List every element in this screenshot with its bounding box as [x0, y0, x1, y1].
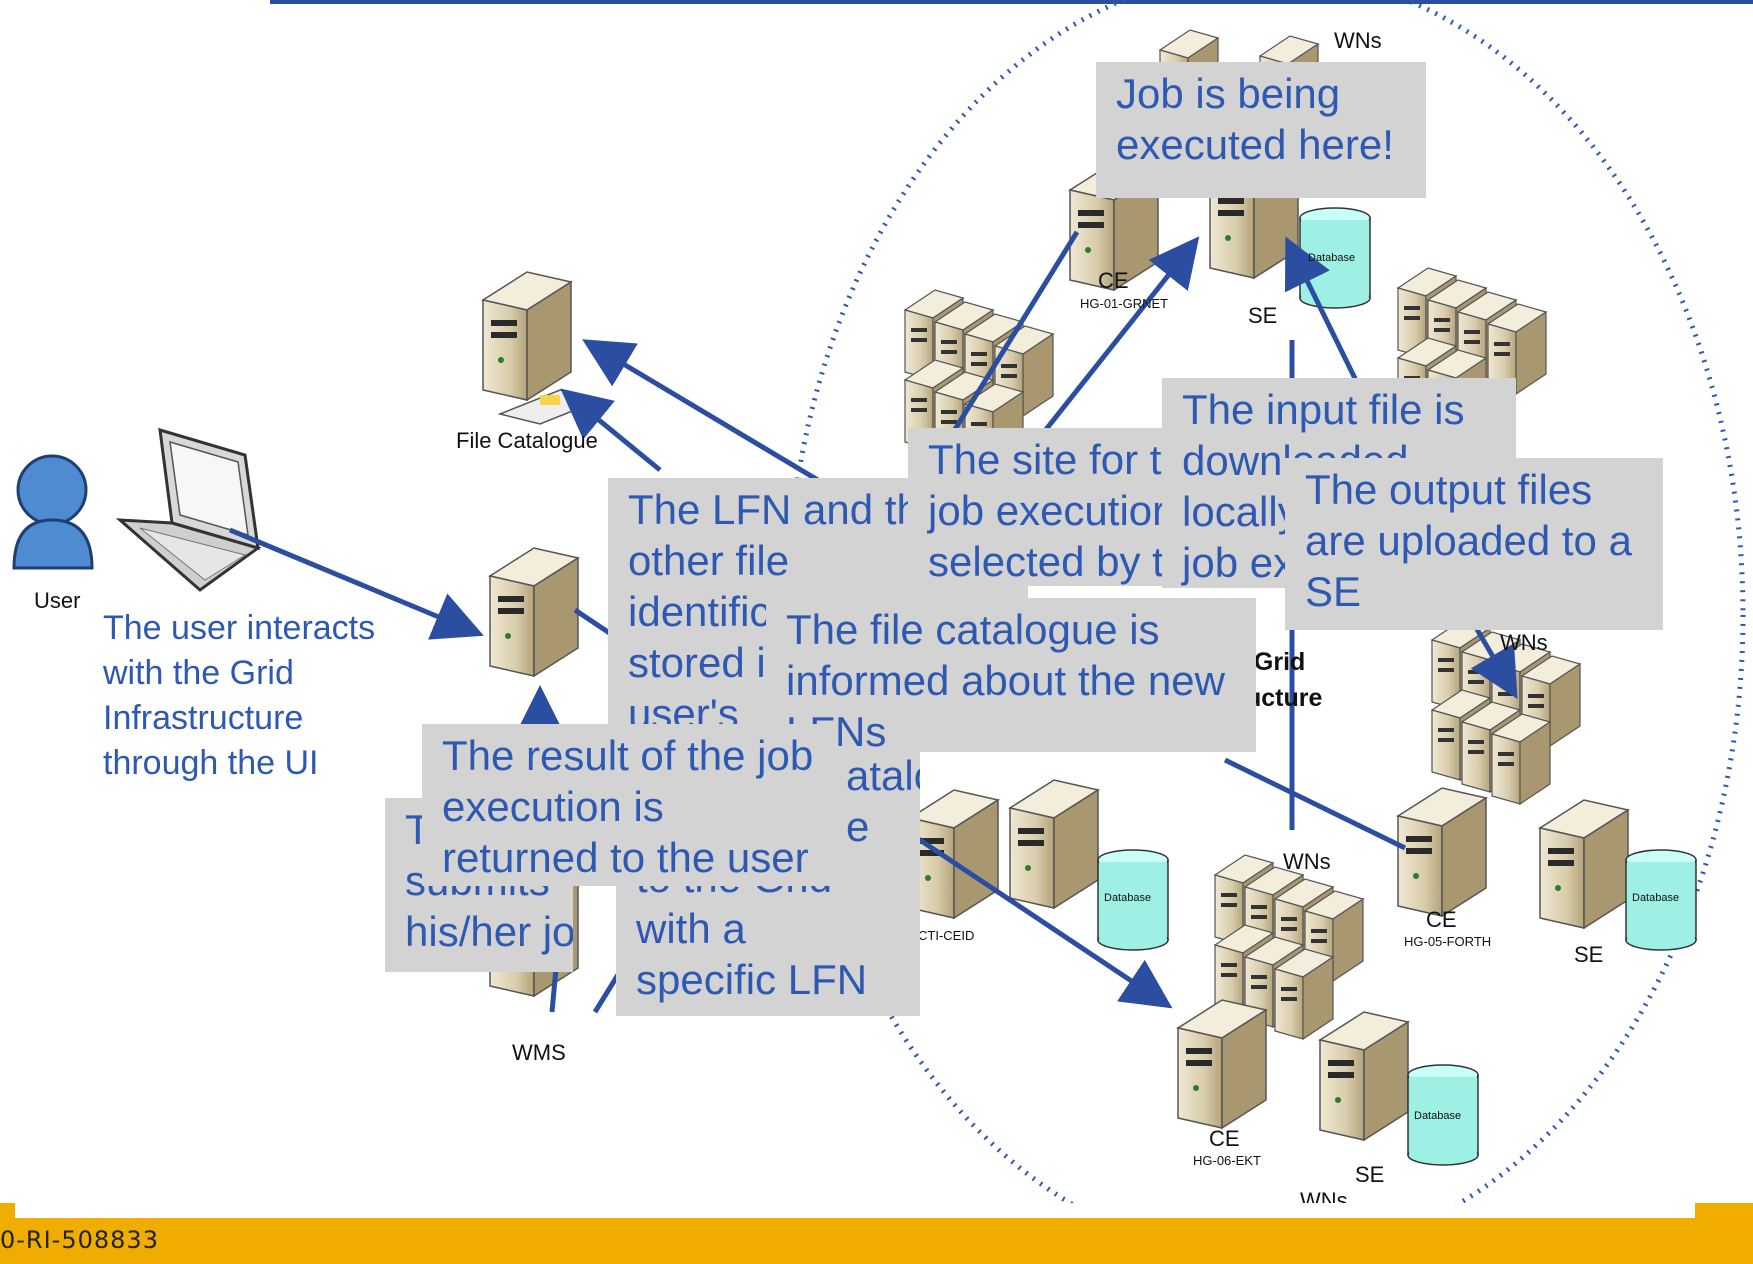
- wns-3-label: WNs: [1283, 849, 1331, 874]
- wms-label: WMS: [512, 1040, 566, 1065]
- ce-1-label: CE: [1098, 268, 1129, 293]
- grid-boundary: [784, 0, 1746, 1262]
- user-icon: [12, 454, 94, 570]
- ce-6-label: CE: [1209, 1126, 1240, 1151]
- ce-1-site-label: HG-01-GRNET: [1080, 296, 1169, 311]
- infra-label-2: ucture: [1246, 684, 1323, 712]
- db-label-3: Database: [1414, 1110, 1462, 1122]
- footer-white-strip: [15, 1203, 1695, 1218]
- se-1-label: SE: [1248, 303, 1278, 328]
- se-hg06-server-icon: [1319, 1011, 1409, 1141]
- catalogue-informed-callout: The file catalogue is informed about the…: [766, 598, 1256, 752]
- db-label-2: Database: [1632, 892, 1680, 904]
- ce-cti-server-icon: [909, 789, 999, 919]
- file-catalogue-server-icon: [482, 271, 572, 401]
- se-6-label: SE: [1355, 1162, 1385, 1187]
- wns-2-label: WNs: [1500, 630, 1548, 655]
- ui-server-icon: [489, 547, 579, 677]
- footer-text: 0-RI-508833: [0, 1226, 159, 1254]
- se-hg05-server-icon: [1539, 799, 1629, 929]
- user-interacts-text: The user interacts with the Grid Infrast…: [103, 609, 376, 782]
- file-catalogue-label: File Catalogue: [456, 428, 598, 453]
- db-label-4: Database: [1104, 892, 1152, 904]
- ce-6-site-label: HG-06-EKT: [1193, 1153, 1261, 1168]
- header-bar: [270, 0, 1753, 4]
- ce-hg05-server-icon: [1397, 787, 1487, 917]
- ce-5-site-label: HG-05-FORTH: [1404, 934, 1492, 949]
- db-label-1: Database: [1308, 252, 1356, 264]
- se-cti-server-icon: [1009, 779, 1099, 909]
- ce-hg06-server-icon: [1177, 999, 1267, 1129]
- ce-3-site-label: CTI-CEID: [918, 928, 975, 943]
- user-label: User: [34, 588, 81, 613]
- se-5-label: SE: [1574, 942, 1604, 967]
- result-returned-callout: The result of the job execution is retur…: [422, 724, 838, 886]
- laptop-icon: [115, 427, 262, 592]
- ce-5-label: CE: [1426, 907, 1457, 932]
- wns-1-label: WNs: [1334, 28, 1382, 53]
- output-files-callout: The output files are uploaded to a SE: [1285, 458, 1663, 630]
- job-executed-callout: Job is being executed here!: [1096, 62, 1426, 198]
